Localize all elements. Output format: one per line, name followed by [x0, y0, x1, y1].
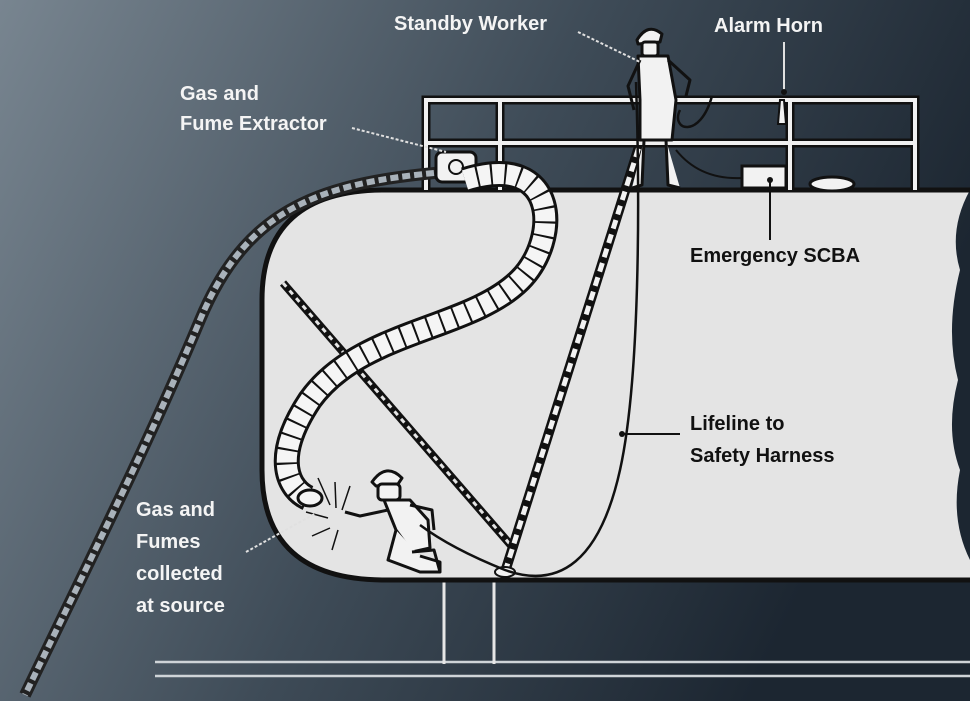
alarm-horn — [776, 99, 788, 125]
extraction-hose-fill — [276, 164, 556, 508]
welding-sparks — [305, 477, 351, 551]
standby-worker-figure — [626, 27, 692, 190]
label-alarm-horn: Alarm Horn — [714, 15, 823, 37]
lifeline-cable — [419, 81, 640, 578]
internal-brace — [279, 280, 519, 553]
label-gas-fumes-line4: at source — [136, 595, 225, 617]
ground-rails — [155, 660, 970, 678]
ladder — [494, 94, 660, 578]
scba-hose — [675, 149, 743, 180]
leader-lines — [245, 31, 787, 553]
label-lifeline-line1: Lifeline to — [690, 413, 784, 435]
extractor-exhaust-duct-links — [22, 167, 471, 697]
label-emergency-scba: Emergency SCBA — [690, 245, 860, 267]
welder-figure — [344, 469, 442, 574]
label-gas-fumes-line2: Fumes — [136, 531, 200, 553]
hose-nozzle — [296, 488, 324, 508]
tank-body — [262, 190, 970, 580]
alarm-horn-cord — [676, 95, 714, 129]
label-standby-worker: Standby Worker — [394, 13, 547, 35]
label-gas-extractor-line1: Gas and — [180, 83, 259, 105]
label-lifeline-line2: Safety Harness — [690, 445, 835, 467]
label-gas-fumes-line1: Gas and — [136, 499, 215, 521]
label-gas-extractor-line2: Fume Extractor — [180, 113, 327, 135]
label-gas-fumes-line3: collected — [136, 563, 223, 585]
emergency-scba — [740, 164, 856, 193]
tank-supports — [442, 580, 496, 664]
